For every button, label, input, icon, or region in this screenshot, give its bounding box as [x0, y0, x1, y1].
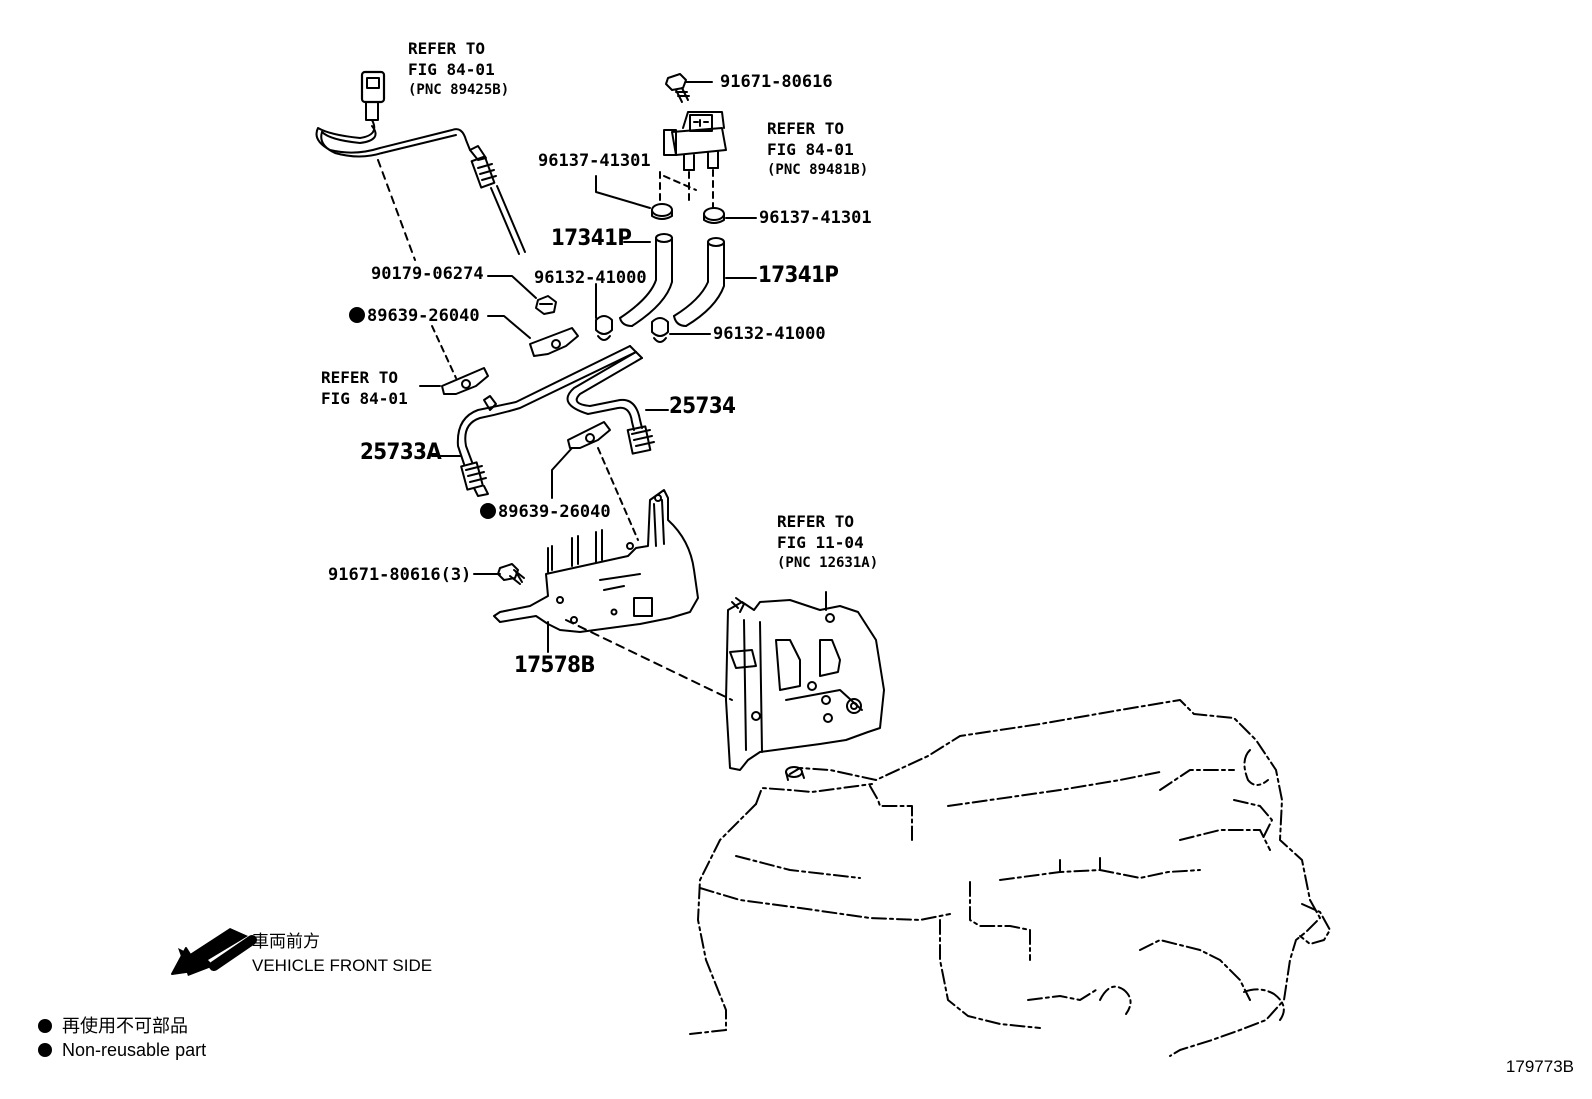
bracket-refer-line1: REFER TO	[777, 512, 855, 531]
front-side-legend: 車両前方 VEHICLE FRONT SIDE	[252, 930, 432, 978]
bolt-top	[665, 73, 690, 103]
bolt-top-label[interactable]: 91671-80616	[720, 72, 833, 92]
clamp-lower-label[interactable]: 89639-26040	[480, 502, 611, 522]
switch-refer-label[interactable]: REFER TO FIG 84-01 (PNC 89481B)	[767, 118, 868, 181]
clip-left	[651, 203, 673, 220]
clamp-lower	[567, 421, 611, 449]
nonreusable-legend: 再使用不可部品 Non-reusable part	[38, 1014, 206, 1062]
sensor-refer-line1: REFER TO	[408, 39, 486, 58]
temperature-sensor	[315, 70, 526, 255]
bolt-bracket	[497, 563, 525, 585]
bracket-refer-line3: (PNC 12631A)	[777, 555, 879, 571]
clamp-left-label[interactable]: 96132-41000	[534, 268, 647, 288]
clamp-left	[595, 315, 613, 341]
nonreusable-en: Non-reusable part	[62, 1040, 207, 1060]
clamp-ref-part	[441, 367, 489, 395]
clamp-refer-line2: FIG 84-01	[321, 389, 408, 408]
hose-left	[619, 233, 673, 327]
engine-outline	[689, 699, 1331, 1057]
clamp-upper-label[interactable]: 89639-26040	[349, 306, 480, 326]
switch-refer-line1: REFER TO	[767, 119, 845, 138]
nut-label[interactable]: 90179-06274	[371, 264, 484, 284]
switch-refer-line2: FIG 84-01	[767, 140, 854, 159]
clamp-right	[651, 317, 669, 343]
front-side-jp: 車両前方	[252, 932, 320, 951]
pressure-switch	[663, 111, 727, 171]
nonreusable-jp: 再使用不可部品	[62, 1016, 188, 1036]
clamp-refer-label[interactable]: REFER TO FIG 84-01	[321, 367, 408, 409]
clamp-upper	[529, 327, 579, 357]
nonreusable-dot-icon	[38, 1043, 52, 1057]
pipe-left	[456, 345, 637, 497]
bracket-refer-line2: FIG 11-04	[777, 533, 864, 552]
clip-right-label[interactable]: 96137-41301	[759, 208, 872, 228]
clamp-lower-number: 89639-26040	[498, 502, 611, 522]
nut	[535, 295, 557, 315]
nonreusable-dot-icon	[480, 503, 496, 519]
front-arrow-icon	[171, 928, 257, 976]
hose-right-label[interactable]: 17341P	[758, 263, 839, 288]
bracket-refer-label[interactable]: REFER TO FIG 11-04 (PNC 12631A)	[777, 511, 878, 574]
switch-refer-line3: (PNC 89481B)	[767, 162, 869, 178]
bolt-bracket-label[interactable]: 91671-80616(3)	[328, 565, 472, 585]
pipe-right-label[interactable]: 25734	[669, 394, 736, 419]
nonreusable-dot-icon	[349, 307, 365, 323]
front-side-en: VEHICLE FRONT SIDE	[252, 956, 433, 975]
clip-left-leader	[595, 175, 651, 209]
bracket-label[interactable]: 17578B	[514, 653, 595, 678]
sensor-refer-line2: FIG 84-01	[408, 60, 495, 79]
bracket	[493, 489, 699, 633]
pipe-right	[566, 351, 655, 455]
document-number: 179773B	[1505, 1057, 1574, 1076]
clip-left-label[interactable]: 96137-41301	[538, 151, 651, 171]
sensor-leader-dashed	[377, 159, 416, 261]
engine-bracket	[725, 597, 885, 771]
nonreusable-legend-jp-row: 再使用不可部品	[38, 1014, 206, 1038]
pipe-left-label[interactable]: 25733A	[360, 440, 442, 465]
nonreusable-legend-en-row: Non-reusable part	[38, 1038, 206, 1062]
clamp-refer-line1: REFER TO	[321, 368, 399, 387]
sensor-refer-line3: (PNC 89425B)	[408, 82, 510, 98]
sensor-refer-label[interactable]: REFER TO FIG 84-01 (PNC 89425B)	[408, 38, 509, 101]
hose-right	[673, 237, 725, 327]
hose-left-label[interactable]: 17341P	[551, 226, 632, 251]
clamp-upper-number: 89639-26040	[367, 306, 480, 326]
clip-right	[703, 207, 725, 224]
nonreusable-dot-icon	[38, 1019, 52, 1033]
engine-stud	[785, 766, 805, 781]
clamp-right-label[interactable]: 96132-41000	[713, 324, 826, 344]
